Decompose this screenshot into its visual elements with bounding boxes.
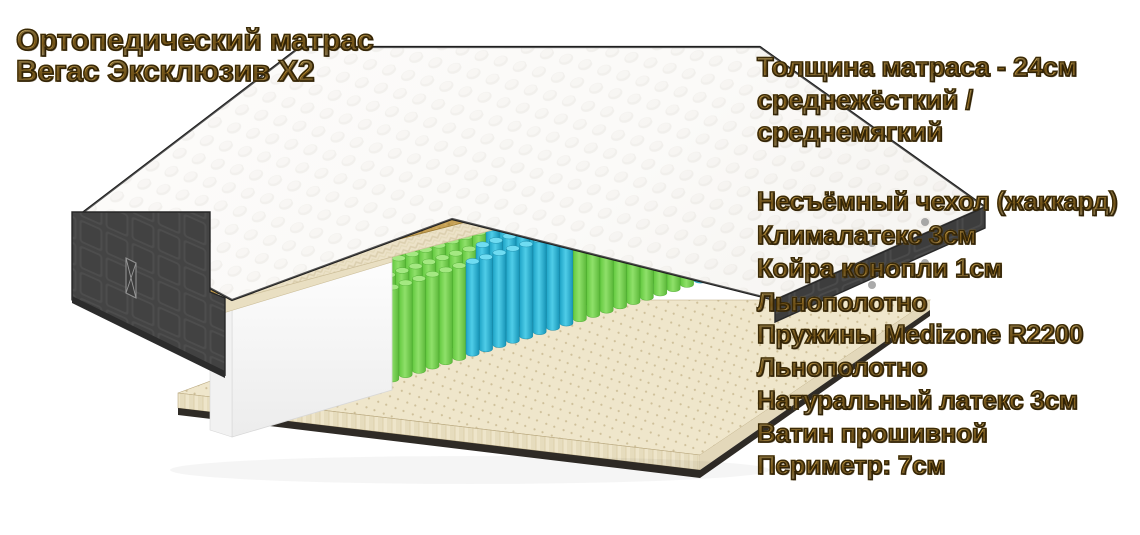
layer-item-4: Пружины Medizone R2200 bbox=[756, 318, 1084, 350]
page-title-line1: Ортопедический матрас bbox=[15, 23, 374, 58]
spec-firmness-line2: среднемягкий bbox=[756, 116, 944, 148]
mattress-cutaway-diagram bbox=[71, 45, 987, 484]
mattress-svg bbox=[71, 45, 987, 484]
side-panel-left bbox=[71, 211, 226, 378]
mattress-handle-left bbox=[125, 257, 137, 299]
spec-thickness: Толщина матраса - 24см bbox=[756, 51, 1078, 83]
side-panel-right bbox=[774, 205, 986, 324]
layer-item-7: Ватин прошивной bbox=[756, 417, 988, 449]
layer-item-1: Клималатекс 3см bbox=[756, 219, 977, 251]
layer-item-0: Несъёмный чехол (жаккард) bbox=[756, 185, 1118, 217]
layer-item-6: Натуральный латекс 3см bbox=[756, 384, 1079, 416]
layer-item-3: Льнополотно bbox=[756, 286, 928, 318]
layer-item-5: Льнополотно bbox=[756, 351, 928, 383]
layer-item-2: Койра конопли 1см bbox=[756, 252, 1003, 284]
spec-firmness-line1: среднежёсткий / bbox=[756, 84, 974, 116]
page-title-line2: Вегас Эксклюзив X2 bbox=[15, 54, 315, 89]
quilted-top-cover bbox=[75, 45, 987, 302]
layer-item-8: Периметр: 7см bbox=[756, 449, 946, 481]
